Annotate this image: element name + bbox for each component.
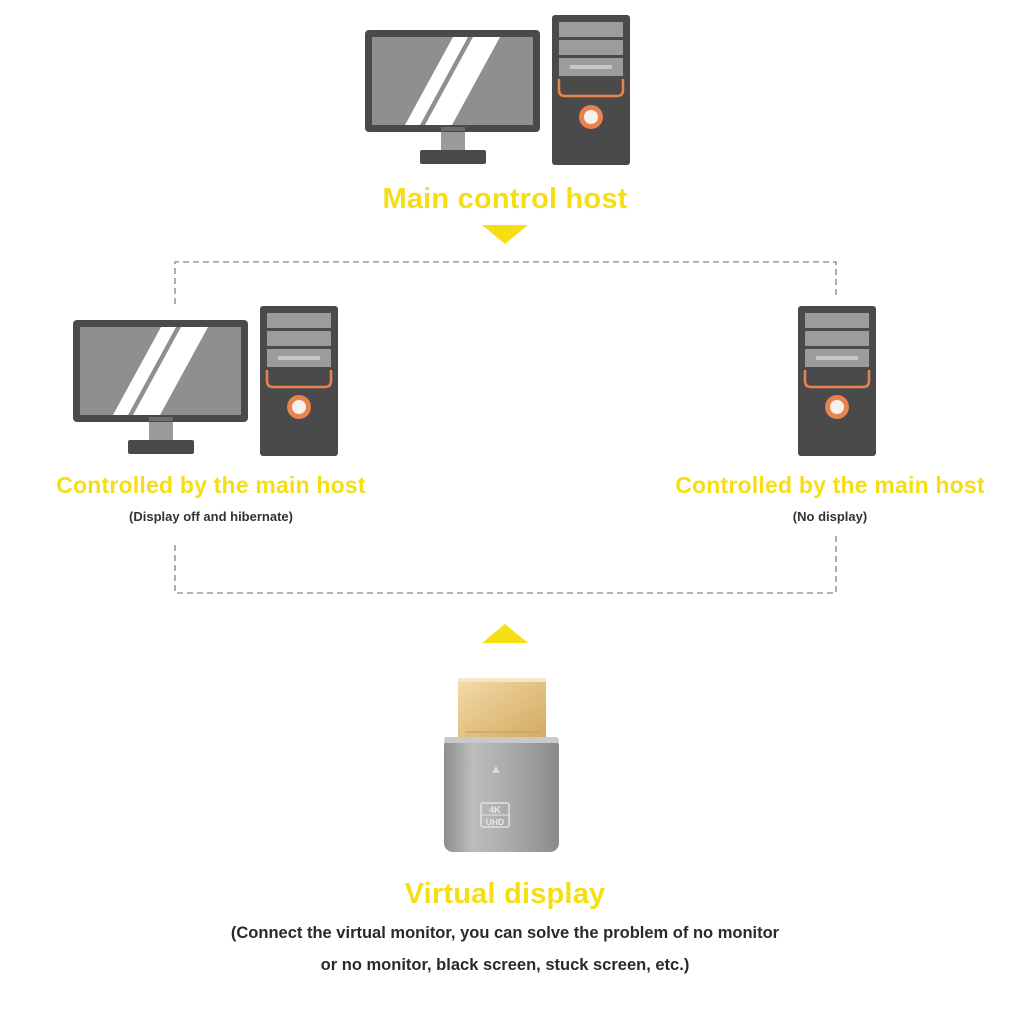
right-tower-icon [798, 306, 876, 456]
up-arrow-icon [482, 624, 528, 643]
left-host-subtitle: (Display off and hibernate) [129, 509, 293, 524]
virtual-display-description-line2: or no monitor, black screen, stuck scree… [320, 956, 690, 974]
main-monitor-icon [365, 30, 540, 164]
left-host-title: Controlled by the main host [56, 472, 366, 498]
down-arrow-icon [482, 225, 528, 244]
main-tower-icon [552, 15, 630, 165]
badge-4k-text: 4K [489, 805, 501, 815]
connection-lines [174, 261, 837, 594]
badge-uhd-text: UHD [486, 817, 504, 827]
virtual-display-title: Virtual display [404, 878, 606, 910]
right-host-title: Controlled by the main host [675, 472, 985, 498]
main-host-title: Main control host [382, 183, 628, 215]
left-monitor-icon [73, 320, 248, 454]
hdmi-dummy-plug-icon: 4K UHD [444, 678, 559, 852]
right-host-subtitle: (No display) [792, 509, 868, 524]
left-tower-icon [260, 306, 338, 456]
virtual-display-description-line1: (Connect the virtual monitor, you can so… [230, 924, 780, 942]
